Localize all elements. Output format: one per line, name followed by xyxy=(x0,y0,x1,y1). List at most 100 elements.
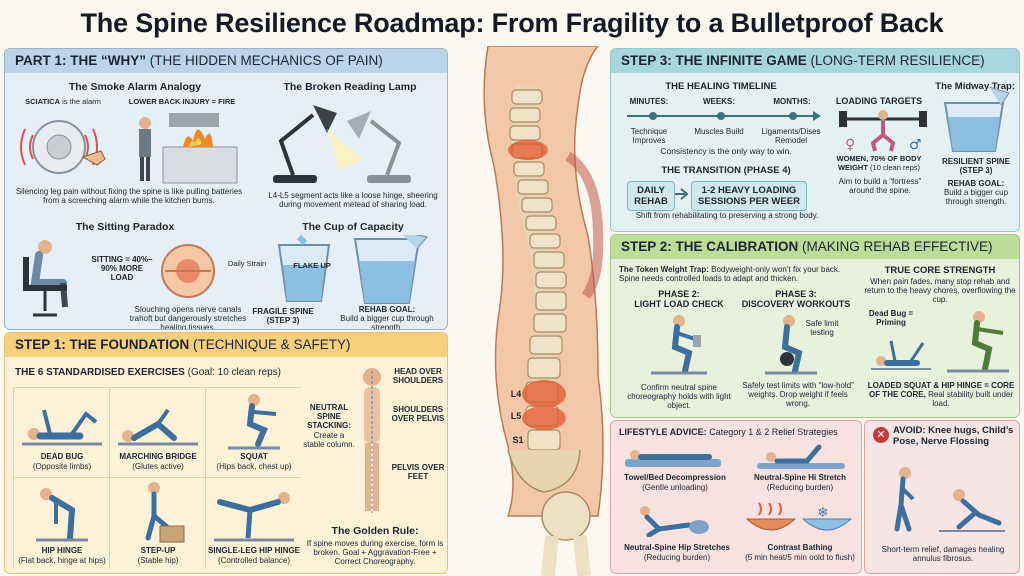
rehab-goal-bold: REHAB GOAL: xyxy=(358,305,416,314)
hip-stretch-figure xyxy=(640,506,709,537)
lifestyle-item-name: Contrast Bathing xyxy=(767,543,833,552)
sitting-person-illustration xyxy=(23,240,68,317)
resilient-cup-illustration xyxy=(943,87,1010,152)
cup-title: The Cup of Capacity xyxy=(302,221,404,233)
lifestyle-item-name: Towel/Bed Decompression xyxy=(624,473,726,482)
sitting-title: The Sitting Paradox xyxy=(75,221,175,233)
token-weight-bold: The Token Weight Trap: xyxy=(619,265,709,274)
exercise-cell-step-up: STEP-UP (Stable hip) xyxy=(109,477,205,569)
phase2-title-sub: LIGHT LOAD CHECK xyxy=(634,299,724,309)
loaded-squat-figure xyxy=(947,311,1009,373)
part1-heading: PART 1: THE “WHY” (THE HIDDEN MECHANICS … xyxy=(5,49,447,73)
cups-illustration xyxy=(277,235,428,304)
token-weight-rest: Bodyweight-only won’t fix your back. Spi… xyxy=(619,265,841,284)
timeline-arrow xyxy=(627,111,821,121)
token-weight-text: The Token Weight Trap: Bodyweight-only w… xyxy=(619,265,859,284)
sitting-caption: Slouching opens nerve canals trahoft but… xyxy=(129,305,247,330)
exercise-cell-dead-bug: DEAD BUG (Opposite limbs) xyxy=(13,387,109,477)
heavy-loading-box: 1-2 HEAVY LOADING SESSIONS PER WEER xyxy=(691,181,807,211)
safe-limit-label: Safe limit testing xyxy=(805,319,839,338)
exercise-name: SINGLE-LEG HIP HINGE xyxy=(208,546,300,555)
light-load-figure xyxy=(651,315,707,375)
lifestyle-title-bold: LIFESTYLE ADVICE: xyxy=(619,427,707,437)
timeline-period: MONTHS: xyxy=(773,97,811,106)
step3-heading-main: STEP 3: THE INFINITE GAME xyxy=(621,53,807,68)
stacking-figure xyxy=(363,368,381,513)
svg-text:♀: ♀ xyxy=(845,137,855,153)
exercise-note: (Opposite limbs) xyxy=(32,462,92,471)
shift-text: Shift from rehabilitating to preserving … xyxy=(635,211,819,220)
fragile-spine-label: FRAGILE SPINE (STEP 3) xyxy=(252,307,314,326)
core-strength-title: TRUE CORE STRENGTH xyxy=(884,265,996,276)
squat-figure xyxy=(228,394,280,450)
timeline-period: MINUTES: xyxy=(629,97,669,106)
timeline-period: WEEKS: xyxy=(703,97,735,106)
resilient-spine-label: RESILIENT SPINE (STEP 3) xyxy=(941,157,1010,176)
women-target-text: WOMEN, 70% OF BODY WEIGHT xyxy=(836,154,922,172)
women-target: WOMEN, 70% OF BODY WEIGHT (10 clean reps… xyxy=(829,154,929,172)
avoid-title: AVOID: Knee hugs, Child’s Pose, Nerve Fl… xyxy=(893,425,1014,447)
exercise-cell-squat: SQUAT (Hips back, chest up) xyxy=(205,387,301,477)
avoid-caption: Short-term relief, damages healing annul… xyxy=(881,545,1005,564)
rehab-goal-rest: Build a bigger cup through strength. xyxy=(340,314,434,330)
neutral-stacking-bold: NEUTRAL SPINE STACKING: xyxy=(307,403,351,431)
phase2-caption: Confirm neutral spine choreography holds… xyxy=(627,383,731,411)
part1-heading-main: PART 1: THE “WHY” xyxy=(15,53,146,68)
shoulders-over-label: SHOULDERS OVER PELVIS xyxy=(391,405,445,424)
part1-panel: PART 1: THE “WHY” (THE HIDDEN MECHANICS … xyxy=(4,48,448,330)
loaded-squat-text: LOADED SQUAT & HIP HINGE = CORE OF THE C… xyxy=(865,381,1017,409)
svg-text:♂: ♂ xyxy=(909,137,922,153)
avoid-panel: ✕ AVOID: Knee hugs, Child’s Pose, Nerve … xyxy=(864,420,1020,574)
step1-heading: STEP 1: THE FOUNDATION (TECHNIQUE & SAFE… xyxy=(5,333,447,357)
smoke-alarm-caption: Silencing leg pain without fixing the sp… xyxy=(15,187,243,206)
contrast-bathing-illustration: ❄ xyxy=(745,502,853,531)
step3-rehab-goal-bold: REHAB GOAL: xyxy=(947,179,1005,188)
exercises-goal: (Goal: 10 clean reps) xyxy=(187,367,282,378)
single-leg-hinge-figure xyxy=(214,492,294,542)
dead-bug-priming: Dead Bug = Priming xyxy=(868,309,914,328)
spine-anatomy: L4 L5 S1 xyxy=(448,45,610,576)
phase2-title: PHASE 2: LIGHT LOAD CHECK xyxy=(629,289,729,309)
lifestyle-item-name: Neutral-Spine Hi Stretch xyxy=(753,473,846,482)
consistency-text: Consistency is the only way to win. xyxy=(660,146,792,156)
exercise-cell-hip-hinge: HIP HINGE (Flat back, hinge at hips) xyxy=(13,477,109,569)
fire-label: LOWER BACK INJURY = FIRE xyxy=(128,97,236,106)
exercise-name: MARCHING BRIDGE xyxy=(119,452,197,461)
hip-hinge-figure xyxy=(36,488,88,542)
phase2-title-main: PHASE 2: xyxy=(658,289,700,299)
timeline-desc: Ligaments/Dises Remodel xyxy=(761,127,821,146)
daily-rehab-box: DAILY REHAB xyxy=(627,181,675,211)
hi-stretch-figure xyxy=(757,444,845,469)
close-icon: ✕ xyxy=(873,427,889,443)
dead-bug-figure xyxy=(22,409,102,446)
arrow-right-icon xyxy=(675,188,689,200)
sciatica-label-rest: is the alarm xyxy=(62,97,101,106)
exercise-note: (Stable hip) xyxy=(137,556,179,565)
exercise-name: HIP HINGE xyxy=(41,546,83,555)
phase3-title-main: PHASE 3: xyxy=(775,289,817,299)
exercise-cell-single-leg-hip-hinge: SINGLE-LEG HIP HINGE (Controlled balance… xyxy=(205,477,301,569)
vertebra-label-s1: S1 xyxy=(512,435,524,445)
sitting-load-label: SITTING = 40%–90% MORE LOAD xyxy=(91,255,153,283)
sciatica-label-bold: SCIATICA xyxy=(25,97,60,106)
step3-heading-sub: (LONG-TERM RESILIENCE) xyxy=(810,53,985,68)
spine-illustration xyxy=(483,45,604,576)
phase3-caption: Safely test limits with “low-hold” weigh… xyxy=(742,381,854,409)
rehab-goal-label: REHAB GOAL: Build a bigger cup through s… xyxy=(335,305,439,330)
exercise-note: (Glutes active) xyxy=(132,462,184,471)
step2-panel: STEP 2: THE CALIBRATION (MAKING REHAB EF… xyxy=(610,234,1020,418)
lamp-caption: L4-L5 segment acts like a loose hinge, s… xyxy=(268,191,438,210)
decompression-figure xyxy=(625,450,721,467)
exercise-cell-marching-bridge: MARCHING BRIDGE (Glutes active) xyxy=(109,387,205,477)
loaded-squat-bold: LOADED SQUAT & HIP HINGE = CORE OF THE C… xyxy=(867,381,1015,400)
avoid-figures xyxy=(894,467,1005,532)
smoke-alarm-illustration xyxy=(20,113,238,184)
exercise-note: (Hips back, chest up) xyxy=(216,462,292,471)
step-up-figure xyxy=(145,482,185,543)
phase3-title: PHASE 3: DISCOVERY WORKOUTS xyxy=(741,289,851,309)
step3-rehab-goal-rest: Build a bigger cup through strength. xyxy=(943,188,1009,207)
vertebra-label-l5: L5 xyxy=(510,411,522,421)
step2-heading-main: STEP 2: THE CALIBRATION xyxy=(621,239,799,254)
golden-rule-title: The Golden Rule: xyxy=(331,525,419,537)
lifestyle-panel: LIFESTYLE ADVICE: Category 1 & 2 Relief … xyxy=(610,420,862,574)
